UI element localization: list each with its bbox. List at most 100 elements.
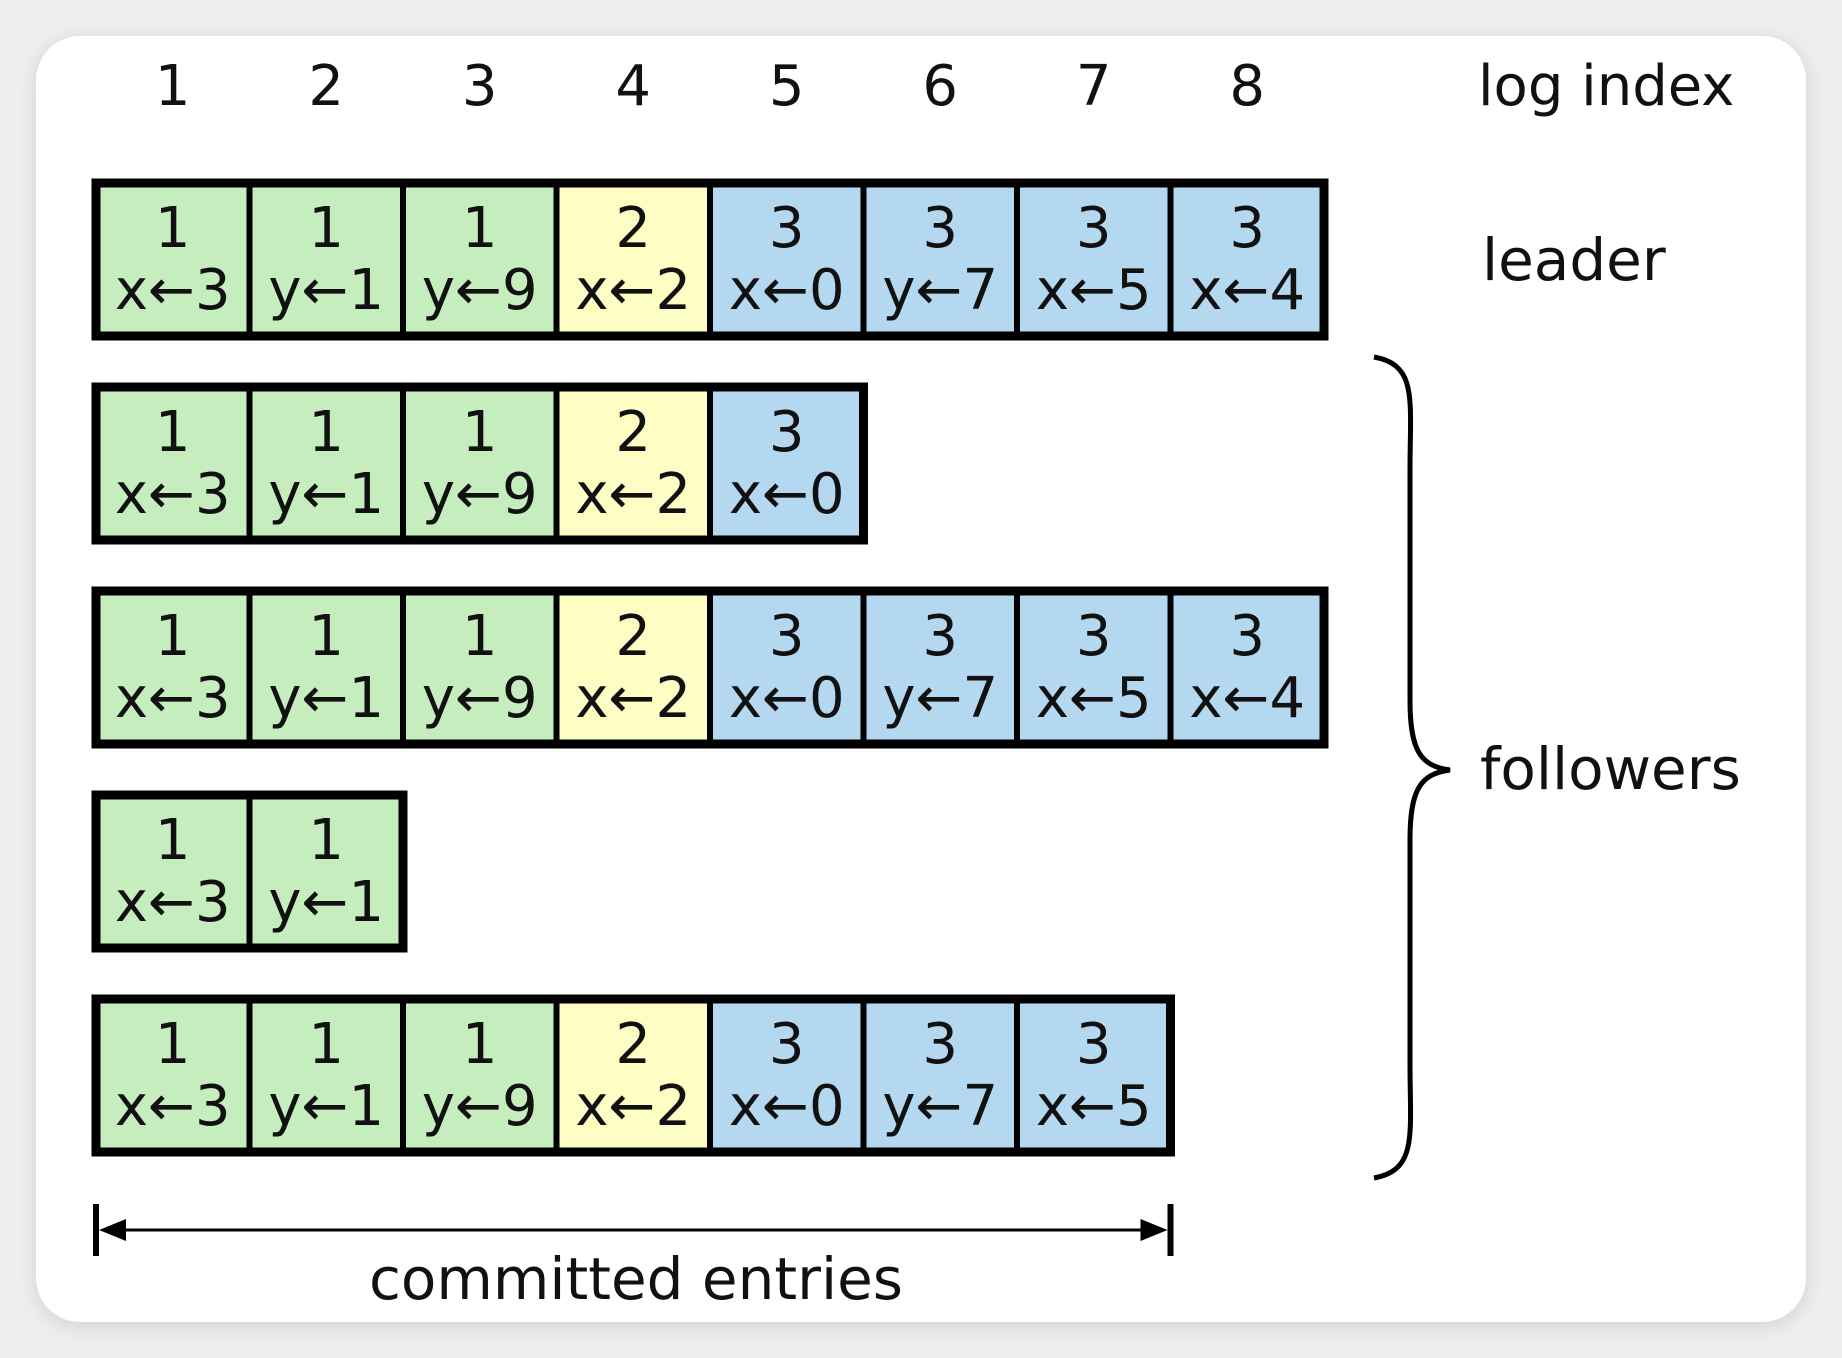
entry-cell-term-3	[710, 183, 864, 336]
entry-command: x←4	[1189, 666, 1305, 731]
entry-command: y←9	[422, 1074, 538, 1139]
entry-cell-term-2	[556, 387, 710, 540]
log-index-6: 6	[922, 54, 958, 119]
entry-term: 3	[1076, 196, 1112, 261]
entry-term: 1	[308, 604, 344, 669]
log-entry: 3x←0	[710, 387, 864, 540]
entry-term: 1	[462, 400, 498, 465]
entry-command: y←1	[268, 666, 384, 731]
entry-term: 1	[155, 400, 191, 465]
log-entry: 1y←9	[403, 591, 557, 744]
follower-log-1: 1x←31y←11y←92x←23x←0	[91, 382, 868, 545]
entry-command: x←2	[575, 258, 691, 323]
entry-cell-term-1	[96, 591, 250, 744]
entry-term: 3	[1076, 1012, 1112, 1077]
log-entry: 1y←1	[249, 183, 403, 336]
entry-cell-term-1	[249, 591, 403, 744]
entry-term: 1	[155, 604, 191, 669]
log-entry: 1x←3	[96, 999, 250, 1152]
log-outline	[91, 790, 408, 953]
log-index-4: 4	[615, 54, 651, 119]
entry-command: y←1	[268, 1074, 384, 1139]
log-entry: 1y←9	[403, 387, 557, 540]
log-entry: 1y←1	[249, 387, 403, 540]
entry-term: 3	[1229, 196, 1265, 261]
entry-cell-term-3	[710, 387, 864, 540]
entry-command: y←1	[268, 258, 384, 323]
entry-command: x←5	[1036, 1074, 1152, 1139]
entry-command: x←5	[1036, 666, 1152, 731]
entry-command: y←9	[422, 462, 538, 527]
entry-cell-term-1	[403, 387, 557, 540]
log-entry: 1y←1	[249, 999, 403, 1152]
log-entry: 3x←4	[1170, 183, 1324, 336]
entry-term: 3	[769, 196, 805, 261]
entry-term: 3	[769, 604, 805, 669]
log-entry: 3x←5	[1017, 591, 1171, 744]
entry-cell-term-3	[863, 999, 1017, 1152]
entry-cell-term-1	[96, 795, 250, 948]
entry-cell-term-1	[403, 183, 557, 336]
entry-term: 3	[922, 604, 958, 669]
log-entry: 3y←7	[863, 183, 1017, 336]
entry-term: 2	[615, 196, 651, 261]
entry-command: x←4	[1189, 258, 1305, 323]
log-index-2: 2	[308, 54, 344, 119]
entry-cell-term-1	[96, 387, 250, 540]
entry-command: x←2	[575, 1074, 691, 1139]
entry-cell-term-2	[556, 183, 710, 336]
log-entry: 1x←3	[96, 387, 250, 540]
followers-label: followers	[1480, 735, 1741, 803]
entry-term: 1	[308, 400, 344, 465]
leader-label: leader	[1482, 226, 1666, 294]
log-index-3: 3	[462, 54, 498, 119]
entry-term: 1	[308, 196, 344, 261]
log-entry: 1x←3	[96, 183, 250, 336]
entry-cell-term-1	[403, 591, 557, 744]
log-entry: 2x←2	[556, 999, 710, 1152]
log-outline	[91, 178, 1329, 341]
log-entry: 2x←2	[556, 387, 710, 540]
entry-term: 3	[769, 1012, 805, 1077]
log-entry: 1y←1	[249, 795, 403, 948]
log-entry: 1y←1	[249, 591, 403, 744]
log-entry: 1y←9	[403, 999, 557, 1152]
committed-entries-label: committed entries	[369, 1245, 903, 1313]
entry-command: y←7	[882, 1074, 998, 1139]
log-entry: 1x←3	[96, 795, 250, 948]
log-entry: 2x←2	[556, 183, 710, 336]
committed-entries-arrow	[93, 1204, 1174, 1256]
log-index-7: 7	[1076, 54, 1112, 119]
entry-command: y←7	[882, 258, 998, 323]
entry-cell-term-1	[249, 795, 403, 948]
entry-cell-term-3	[1170, 591, 1324, 744]
entry-command: x←3	[115, 666, 231, 731]
entry-command: y←9	[422, 258, 538, 323]
entry-command: x←3	[115, 462, 231, 527]
log-outline	[91, 382, 868, 545]
entry-cell-term-1	[249, 183, 403, 336]
entry-cell-term-1	[96, 999, 250, 1152]
entry-command: x←3	[115, 870, 231, 935]
log-entry: 3y←7	[863, 999, 1017, 1152]
arrow-head-left	[99, 1219, 126, 1241]
entry-command: y←1	[268, 870, 384, 935]
entry-term: 3	[922, 196, 958, 261]
leader-log: 1x←31y←11y←92x←23x←03y←73x←53x←4	[91, 178, 1329, 341]
follower-log-4: 1x←31y←11y←92x←23x←03y←73x←5	[91, 994, 1175, 1157]
entry-command: y←7	[882, 666, 998, 731]
entry-cell-term-3	[863, 183, 1017, 336]
entry-cell-term-3	[710, 591, 864, 744]
log-entry: 1y←9	[403, 183, 557, 336]
entry-term: 1	[462, 196, 498, 261]
entry-command: x←2	[575, 462, 691, 527]
entry-command: x←3	[115, 1074, 231, 1139]
log-index-1: 1	[155, 54, 191, 119]
arrow-head-right	[1140, 1219, 1168, 1241]
log-outline	[91, 994, 1175, 1157]
entry-term: 2	[615, 1012, 651, 1077]
entry-cell-term-3	[1017, 183, 1171, 336]
log-entry: 3x←0	[710, 999, 864, 1152]
log-entry: 3x←5	[1017, 999, 1171, 1152]
